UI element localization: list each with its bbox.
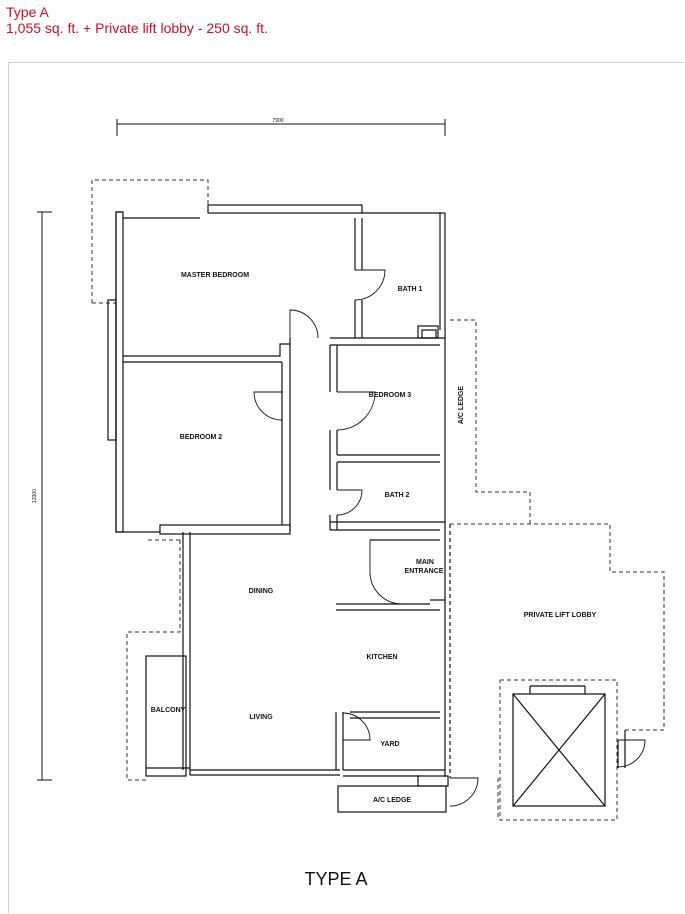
label-master-bedroom: MASTER BEDROOM xyxy=(181,272,249,279)
label-kitchen: KITCHEN xyxy=(366,654,397,661)
label-main-entrance-line1: MAIN xyxy=(416,559,434,566)
bottom-ac-ledge-outline xyxy=(337,785,447,813)
main-entrance-door-swing xyxy=(369,540,403,605)
lobby-door-swing-right xyxy=(617,739,646,768)
plan-caption: TYPE A xyxy=(304,869,367,889)
unit-area-subtitle: 1,055 sq. ft. + Private lift lobby - 250… xyxy=(6,20,268,36)
label-ac-ledge-bottom: A/C LEDGE xyxy=(373,797,411,804)
label-bedroom-2: BEDROOM 2 xyxy=(180,434,223,441)
bedroom2-door-swing xyxy=(253,391,283,421)
unit-type-title: Type A xyxy=(6,4,49,20)
bath1-door-swing xyxy=(354,269,386,301)
label-bedroom-3: BEDROOM 3 xyxy=(369,392,412,399)
width-dimension-label: 7900 xyxy=(272,118,283,124)
label-bath-1: BATH 1 xyxy=(398,286,423,293)
master-door-swing xyxy=(289,309,319,339)
master-window xyxy=(107,299,117,441)
label-private-lift-lobby: PRIVATE LIFT LOBBY xyxy=(524,612,597,619)
label-balcony: BALCONY xyxy=(151,707,186,714)
height-dimension-label: 13300 xyxy=(32,489,38,503)
label-bath-2: BATH 2 xyxy=(385,492,410,499)
bedroom3-door-swing xyxy=(336,391,376,431)
private-lift-lobby-outline xyxy=(450,523,665,731)
balcony-ledge-outline xyxy=(126,540,181,781)
label-main-entrance-line2: ENTRANCE xyxy=(405,568,444,575)
floor-plan-frame xyxy=(8,62,684,913)
lift-car xyxy=(512,693,606,807)
lift-shaft-outline xyxy=(499,679,618,821)
label-living: LIVING xyxy=(249,714,273,721)
master-bedroom-ledge-outline xyxy=(91,179,209,303)
yard-door-swing xyxy=(342,712,371,741)
lobby-door-swing-left xyxy=(449,777,479,807)
lift-cross-b xyxy=(512,693,606,807)
label-dining: DINING xyxy=(249,588,274,595)
header: Type A 1,055 sq. ft. + Private lift lobb… xyxy=(6,4,268,36)
label-yard: YARD xyxy=(380,741,399,748)
side-ac-ledge-outline xyxy=(450,319,531,524)
bath2-door-swing xyxy=(336,489,363,516)
label-ac-ledge-side: A/C LEDGE xyxy=(458,386,465,424)
